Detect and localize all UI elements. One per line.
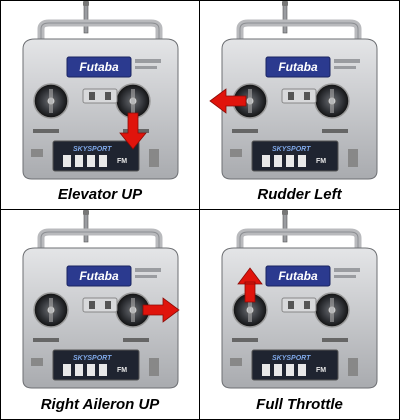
antenna [282,211,288,243]
direction-arrow-icon [237,267,263,303]
panel-caption: Rudder Left [257,186,342,203]
brand-plate [66,265,132,287]
direction-arrow-icon [209,88,247,114]
transmitter-image: Futaba SKYSPORT FM [22,210,180,389]
panel-elevator-up: Futaba SKYSPORT FM Elevator UP [1,1,200,210]
antenna [83,211,89,243]
direction-arrow-icon [142,297,180,323]
mode-label: FM [316,367,326,374]
model-label: SKYSPORT [272,146,311,153]
brand-logo: Futaba [79,60,119,74]
mode-label: FM [117,367,127,374]
model-label: SKYSPORT [272,355,311,362]
brand-logo: Futaba [278,269,318,283]
panel-caption: Full Throttle [256,396,343,413]
panel-full-throttle: Futaba SKYSPORT FM Full Throttle [200,210,399,419]
mode-label: FM [316,158,326,165]
brand-plate [265,56,331,78]
brand-logo: Futaba [79,269,119,283]
brand-plate [265,265,331,287]
brand-plate [66,56,132,78]
transmitter-image: Futaba SKYSPORT FM [221,210,378,389]
lcd-panel [52,349,140,381]
panel-caption: Elevator UP [57,186,143,203]
lcd-panel [52,140,140,172]
model-label: SKYSPORT [73,355,112,362]
transmitter-image: Futaba SKYSPORT FM [209,1,378,180]
lcd-panel [251,349,339,381]
model-label: SKYSPORT [73,146,112,153]
mode-label: FM [117,158,127,165]
antenna [282,2,288,34]
lcd-panel [251,140,339,172]
brand-logo: Futaba [278,60,318,74]
panel-caption: Right Aileron UP [40,396,160,413]
panel-rudder-left: Futaba SKYSPORT FM Rudder Left [200,1,399,210]
transmitter-image: Futaba SKYSPORT FM [22,1,179,180]
antenna [83,2,89,34]
direction-arrow-icon [119,112,147,150]
panel-right-aileron-up: Futaba SKYSPORT FM Right Aileron UP [1,210,200,419]
